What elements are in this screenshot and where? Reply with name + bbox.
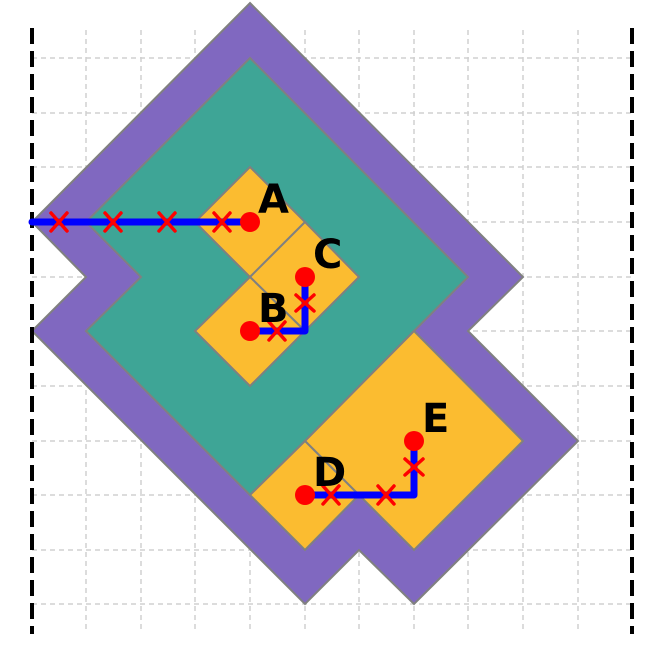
label-c: C xyxy=(313,232,342,278)
boundary-lines xyxy=(30,28,634,634)
cross-marker xyxy=(212,211,232,233)
cross-marker xyxy=(103,211,123,233)
endpoint-c xyxy=(295,267,315,287)
endpoint-b xyxy=(240,321,260,341)
label-e: E xyxy=(422,396,449,442)
label-a: A xyxy=(258,177,289,223)
cross-marker xyxy=(294,293,316,313)
endpoints xyxy=(240,212,424,505)
path-bc xyxy=(246,273,309,335)
cross-marker xyxy=(321,484,341,506)
endpoint-a xyxy=(240,212,260,232)
cross-marker xyxy=(157,211,177,233)
endpoint-d xyxy=(295,485,315,505)
label-b: B xyxy=(258,286,289,332)
point-labels: A C B E D xyxy=(258,177,449,496)
paths xyxy=(28,218,418,499)
cross-marker xyxy=(376,484,396,506)
cross-marker xyxy=(267,320,287,342)
endpoint-e xyxy=(404,431,424,451)
cross-marker xyxy=(403,457,425,477)
cross-markers xyxy=(49,211,425,506)
label-d: D xyxy=(313,450,346,496)
path-de xyxy=(301,437,418,499)
cross-marker xyxy=(49,211,69,233)
